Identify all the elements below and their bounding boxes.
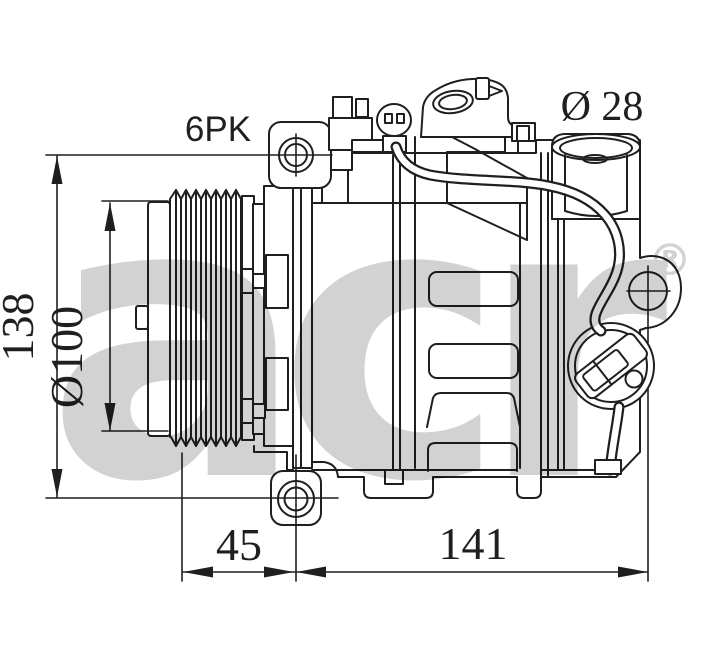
- rear-lug-centerlines: [626, 265, 671, 582]
- body-outline: [311, 139, 682, 499]
- bracket-block-1: [332, 96, 353, 119]
- hose-harness: [390, 141, 625, 476]
- pulley-hub-nub: [135, 305, 149, 330]
- connector-pin-boss: [624, 369, 644, 389]
- belt-type-label: 6PK: [185, 110, 251, 149]
- compressor-body: [292, 77, 682, 499]
- hose-main-run: [392, 143, 623, 335]
- dimension-labels: 138 Ø100 6PK Ø 28 45 141: [0, 84, 643, 570]
- rib-4: [427, 442, 518, 472]
- rib-3: [426, 392, 521, 428]
- dim-front-offset-label: 45: [216, 519, 262, 570]
- top-tab-inner: [516, 125, 530, 142]
- pulley-clutch-assembly: [135, 185, 294, 471]
- discharge-port-hole-outer: [432, 89, 474, 115]
- sensor-pin-2: [396, 113, 405, 124]
- body-ribs: [426, 271, 521, 472]
- boss-stud: [475, 77, 490, 100]
- clutch-bolt-lower: [241, 398, 266, 424]
- clutch-front-plate: [147, 201, 171, 437]
- clutch-bolt-upper: [241, 268, 266, 294]
- housing-recess-lower: [265, 357, 289, 411]
- dim-pulley-diameter-label: Ø100: [41, 306, 92, 408]
- discharge-port-hole-inner: [438, 93, 468, 111]
- boss-notch: [488, 85, 503, 97]
- dim-length-label: 141: [439, 518, 508, 569]
- sensor-pin-1: [384, 113, 393, 124]
- port-slot: [582, 154, 608, 164]
- connector-plug: [574, 332, 648, 400]
- rib-1: [428, 271, 519, 307]
- hose-end-clip: [594, 459, 622, 475]
- dim-height-label: 138: [0, 293, 43, 362]
- rib-2: [428, 343, 519, 379]
- dimension-annotations: [45, 133, 649, 582]
- bottom-clip: [384, 469, 404, 485]
- connector-plug-inner: [582, 349, 629, 392]
- port-rim-outer: [551, 133, 641, 161]
- bracket-block-2: [355, 98, 369, 118]
- clutch-coil-connector: [567, 322, 655, 410]
- port-rim-inner: [559, 137, 633, 159]
- housing-bottom-step: [253, 445, 294, 471]
- dim-port-diameter-label: Ø 28: [561, 84, 644, 130]
- body-interior-lines: [311, 136, 613, 478]
- body-front-plate: [292, 179, 313, 469]
